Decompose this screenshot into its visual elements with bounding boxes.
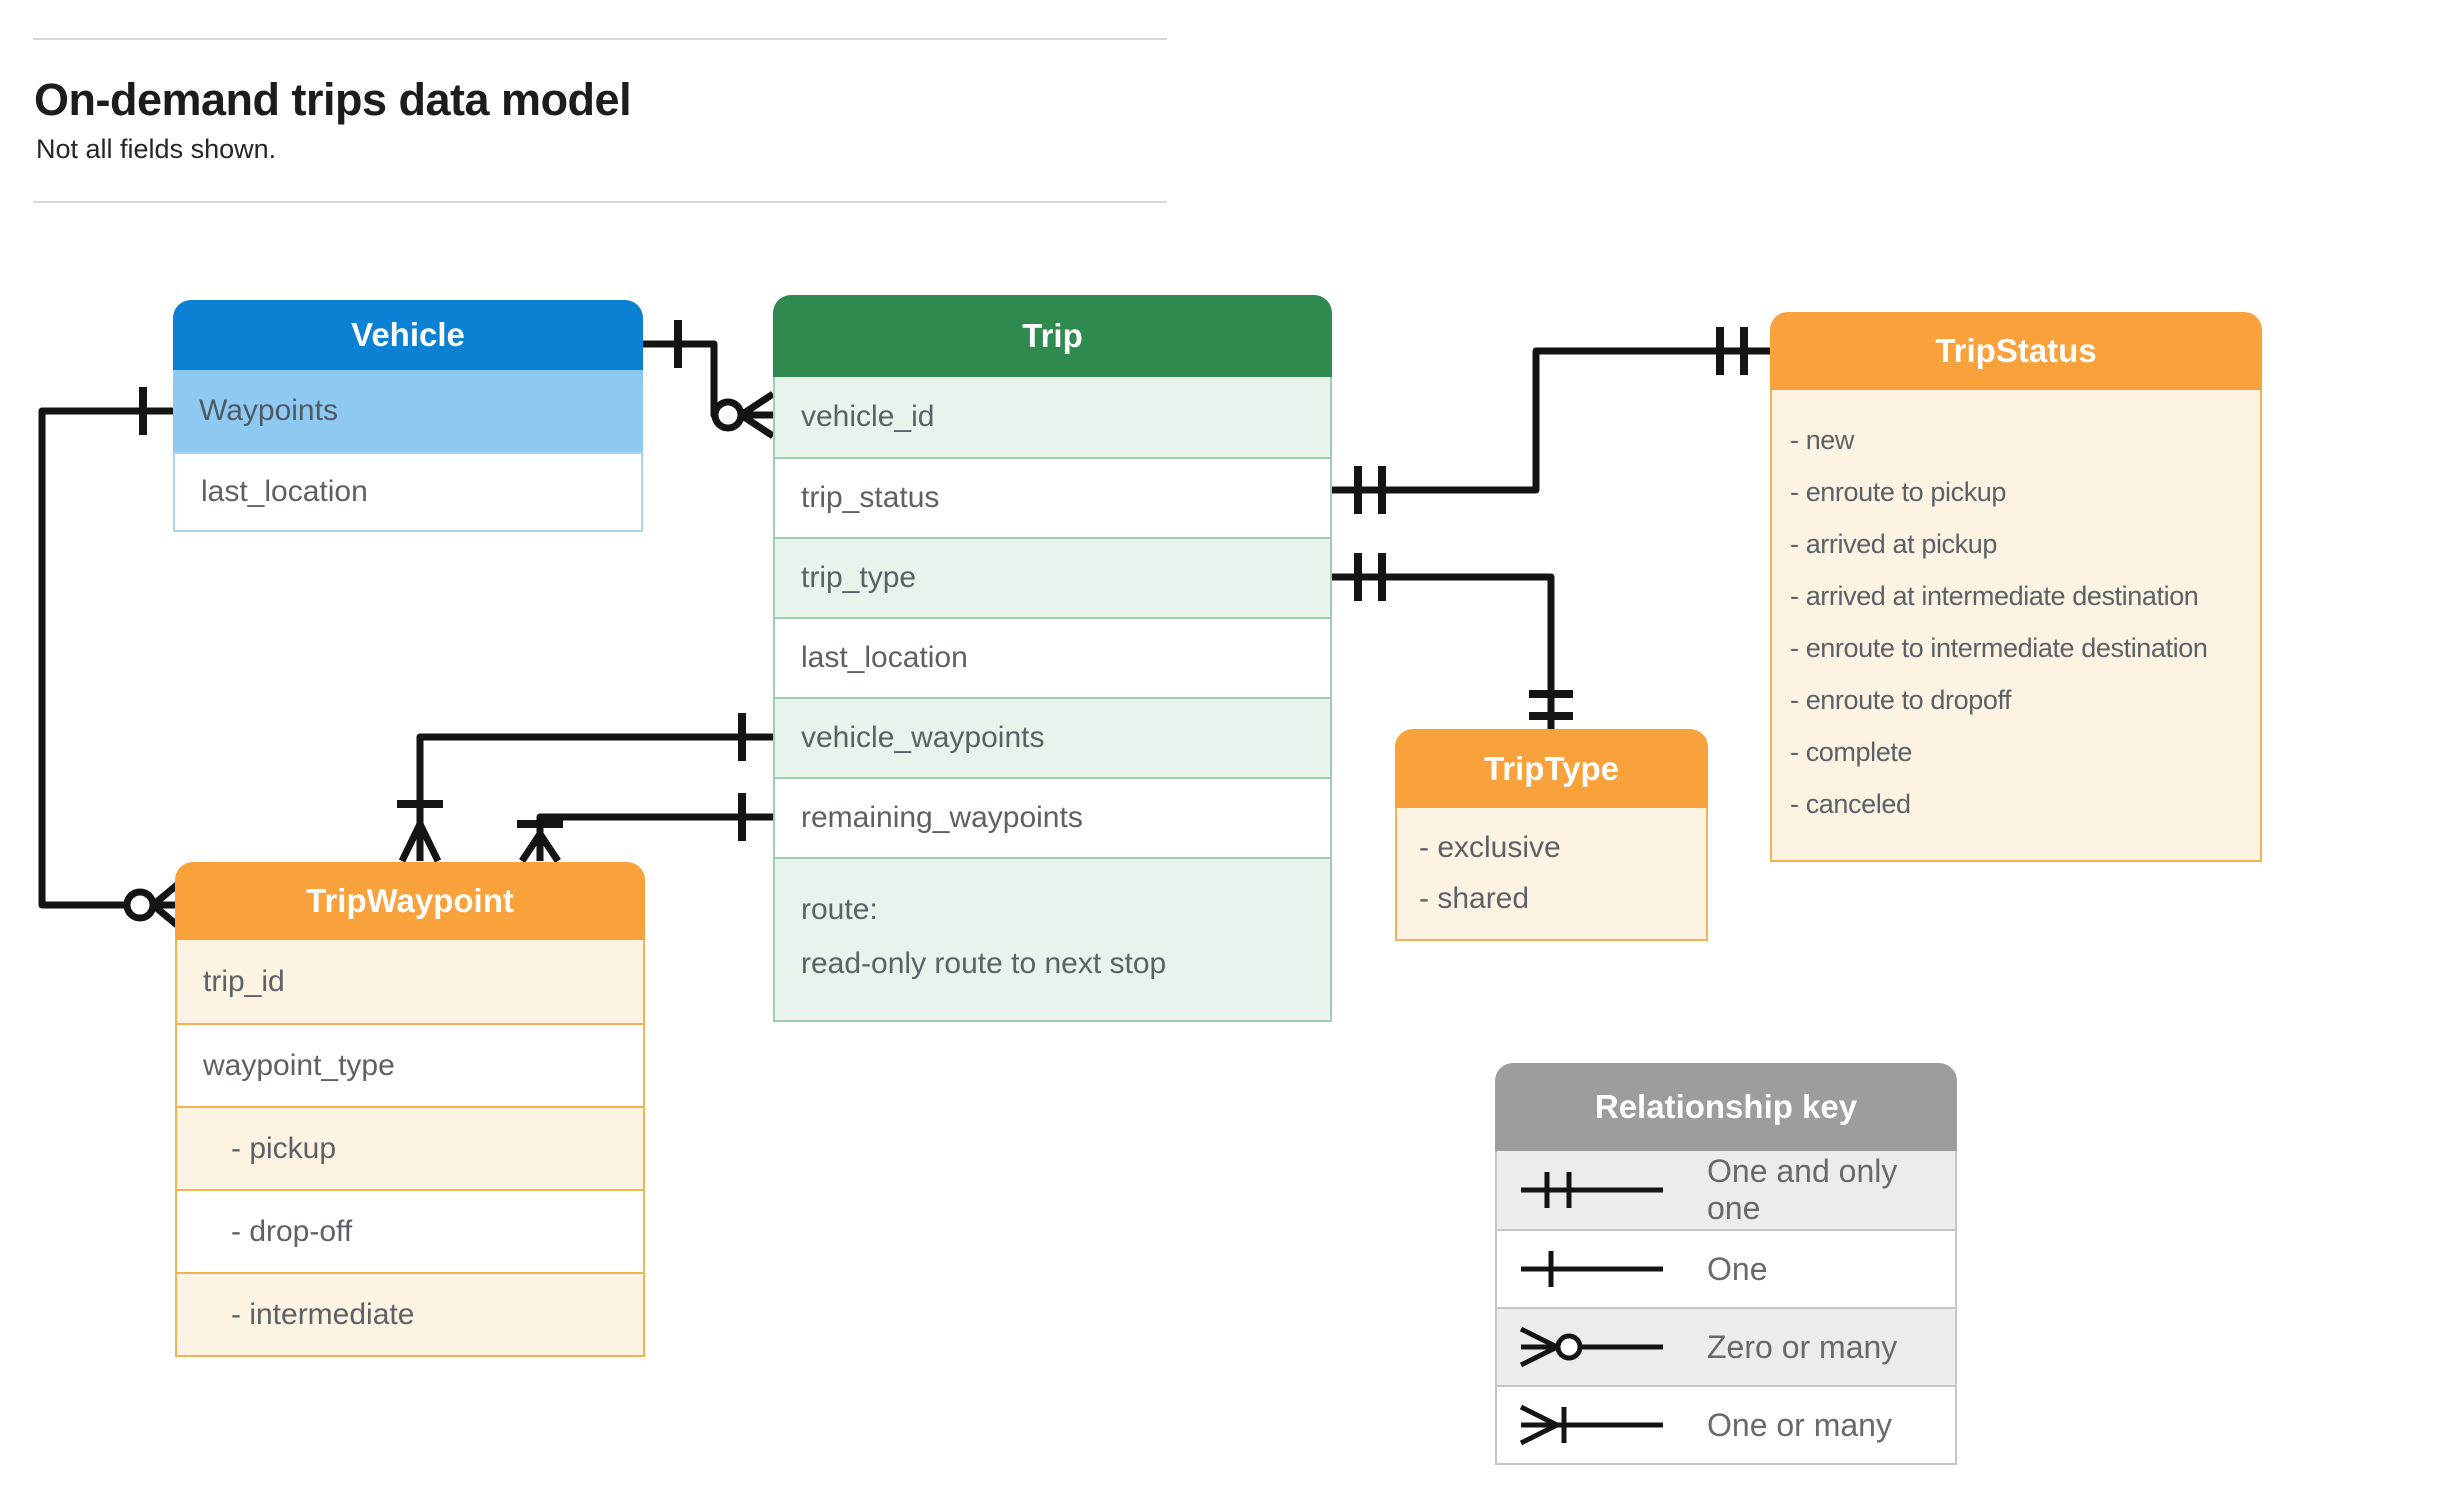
field-trip-vehicle-id: vehicle_id: [775, 377, 1330, 457]
legend-row-one-and-only-one: One and only one: [1497, 1151, 1955, 1229]
field-tripwaypoint-trip-id: trip_id: [177, 940, 643, 1023]
field-trip-route: route: read-only route to next stop: [775, 857, 1330, 1020]
waypoint-type-value: - drop-off: [177, 1189, 643, 1272]
waypoint-type-value: - pickup: [177, 1106, 643, 1189]
field-tripwaypoint-waypoint-type: waypoint_type: [177, 1023, 643, 1106]
relationship-key-body: One and only one One Zero or many One or…: [1495, 1151, 1957, 1465]
entity-trip-title: Trip: [773, 295, 1332, 377]
field-trip-status: trip_status: [775, 457, 1330, 537]
zero-or-many-icon: [1519, 1326, 1663, 1368]
entity-tripstatus-body: - new - enroute to pickup - arrived at p…: [1770, 390, 2262, 862]
connector-vehicle-to-trip: [643, 320, 775, 439]
legend-label: One or many: [1707, 1406, 1892, 1443]
entity-tripstatus: TripStatus - new - enroute to pickup - a…: [1770, 312, 2262, 862]
entity-tripstatus-title: TripStatus: [1770, 312, 2262, 390]
page-title: On-demand trips data model: [34, 74, 632, 125]
connector-trip-vehicle-waypoints-to-tripwaypoint: [397, 713, 773, 863]
entity-trip: Trip vehicle_id trip_status trip_type la…: [773, 295, 1332, 1022]
triptype-value: - exclusive: [1419, 831, 1561, 864]
entity-trip-body: vehicle_id trip_status trip_type last_lo…: [773, 377, 1332, 1022]
field-trip-remaining-waypoints: remaining_waypoints: [775, 777, 1330, 857]
field-trip-last-location: last_location: [775, 617, 1330, 697]
entity-tripwaypoint-body: trip_id waypoint_type - pickup - drop-of…: [175, 940, 645, 1357]
legend-label: Zero or many: [1707, 1328, 1898, 1365]
field-trip-type: trip_type: [775, 537, 1330, 617]
relationship-key-title: Relationship key: [1495, 1063, 1957, 1151]
field-vehicle-last-location: last_location: [173, 452, 643, 532]
entity-triptype: TripType - exclusive - shared: [1395, 729, 1708, 941]
field-trip-vehicle-waypoints: vehicle_waypoints: [775, 697, 1330, 777]
one-and-only-one-icon: [1521, 1172, 1663, 1208]
entity-vehicle-title: Vehicle: [173, 300, 643, 370]
tripstatus-value: - canceled: [1790, 789, 1911, 819]
connector-trip-status-to-tripstatus: [1332, 327, 1770, 514]
legend-row-one-or-many: One or many: [1497, 1385, 1955, 1463]
connector-trip-remaining-waypoints-to-tripwaypoint: [517, 793, 773, 863]
tripstatus-value: - enroute to intermediate destination: [1790, 633, 2208, 663]
tripstatus-value: - enroute to dropoff: [1790, 685, 2012, 715]
one-or-many-icon: [1519, 1404, 1663, 1446]
entity-triptype-title: TripType: [1395, 729, 1708, 808]
entity-tripwaypoint-title: TripWaypoint: [175, 862, 645, 940]
legend-row-one: One: [1497, 1229, 1955, 1307]
field-vehicle-waypoints: Waypoints: [173, 370, 643, 452]
entity-tripwaypoint: TripWaypoint trip_id waypoint_type - pic…: [175, 862, 645, 1357]
entity-vehicle: Vehicle Waypoints last_location: [173, 300, 643, 532]
tripstatus-value: - enroute to pickup: [1790, 477, 2007, 507]
one-icon: [1521, 1251, 1663, 1287]
connector-trip-type-to-triptype: [1332, 553, 1573, 729]
field-trip-route-desc: read-only route to next stop: [801, 947, 1167, 980]
legend-label: One: [1707, 1250, 1768, 1287]
entity-triptype-body: - exclusive - shared: [1395, 808, 1708, 941]
triptype-value: - shared: [1419, 882, 1530, 915]
divider-bottom: [33, 201, 1167, 203]
tripstatus-value: - arrived at intermediate destination: [1790, 581, 2199, 611]
tripstatus-value: - new: [1790, 425, 1855, 455]
relationship-key: Relationship key One and only one One Ze…: [1495, 1063, 1957, 1465]
tripstatus-value: - arrived at pickup: [1790, 529, 1997, 559]
page-subtitle: Not all fields shown.: [36, 134, 277, 164]
legend-row-zero-or-many: Zero or many: [1497, 1307, 1955, 1385]
legend-label: One and only one: [1707, 1153, 1898, 1226]
field-trip-route-label: route:: [801, 893, 878, 926]
connector-vehicle-waypoints-to-tripwaypoint: [38, 387, 180, 928]
tripstatus-value: - complete: [1790, 737, 1913, 767]
waypoint-type-value: - intermediate: [177, 1272, 643, 1355]
divider-top: [33, 38, 1167, 40]
